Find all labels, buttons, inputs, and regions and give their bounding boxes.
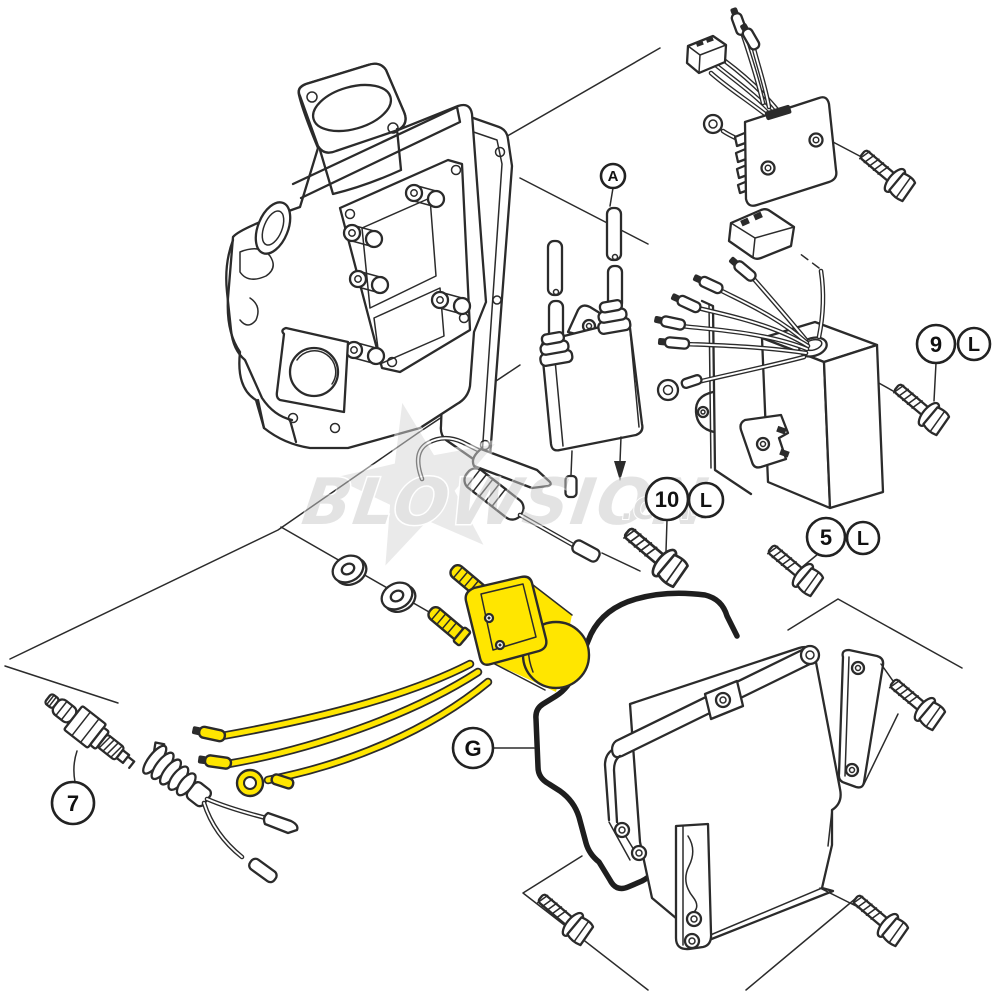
callout-7-label: 7 — [67, 791, 79, 816]
hex-flange-bolt — [886, 375, 954, 439]
callout-5-circle — [805, 516, 847, 558]
starter-solenoid — [191, 563, 591, 798]
plug-lead-spring — [415, 435, 601, 563]
spark-plug — [44, 693, 136, 769]
callout-a-label: A — [608, 168, 619, 185]
hex-flange-bolt — [530, 885, 598, 949]
callout-10-qualifier-circle — [687, 481, 725, 519]
callout-5-qualifier: L — [857, 528, 869, 550]
washer — [375, 576, 422, 619]
callout-g-label: G — [464, 736, 481, 761]
side-plate — [837, 648, 885, 789]
callout-10-qualifier: L — [700, 490, 712, 512]
rectifier-regulator — [685, 7, 838, 207]
callout-7-circle — [50, 780, 96, 826]
callouts: A 7 9 L 10 L 5 L G — [50, 162, 992, 826]
hex-flange-bolt — [845, 886, 913, 950]
star-logo-icon — [322, 391, 506, 577]
spark-plug-cap — [142, 741, 299, 884]
callout-9-qualifier: L — [968, 334, 980, 356]
callout-5-label: 5 — [820, 525, 832, 550]
electric-box-assembly — [533, 590, 899, 951]
plug-tube — [546, 239, 564, 297]
ignition-coil — [539, 206, 644, 499]
callout-9-label: 9 — [930, 332, 942, 357]
box-gasket — [533, 590, 740, 892]
callout-9-qualifier-circle — [956, 326, 992, 362]
engine-block — [225, 62, 488, 450]
callout-9-circle — [915, 323, 957, 365]
callout-10-label: 10 — [655, 487, 679, 512]
down-arrow-icon — [614, 461, 626, 481]
hex-flange-bolt — [852, 141, 920, 205]
cdi-unit — [652, 208, 885, 510]
washer — [326, 549, 373, 592]
callout-g-circle — [451, 726, 495, 770]
plug-tube — [605, 206, 623, 262]
callout-a-circle — [599, 162, 627, 190]
callout-5-qualifier-circle — [845, 520, 881, 556]
